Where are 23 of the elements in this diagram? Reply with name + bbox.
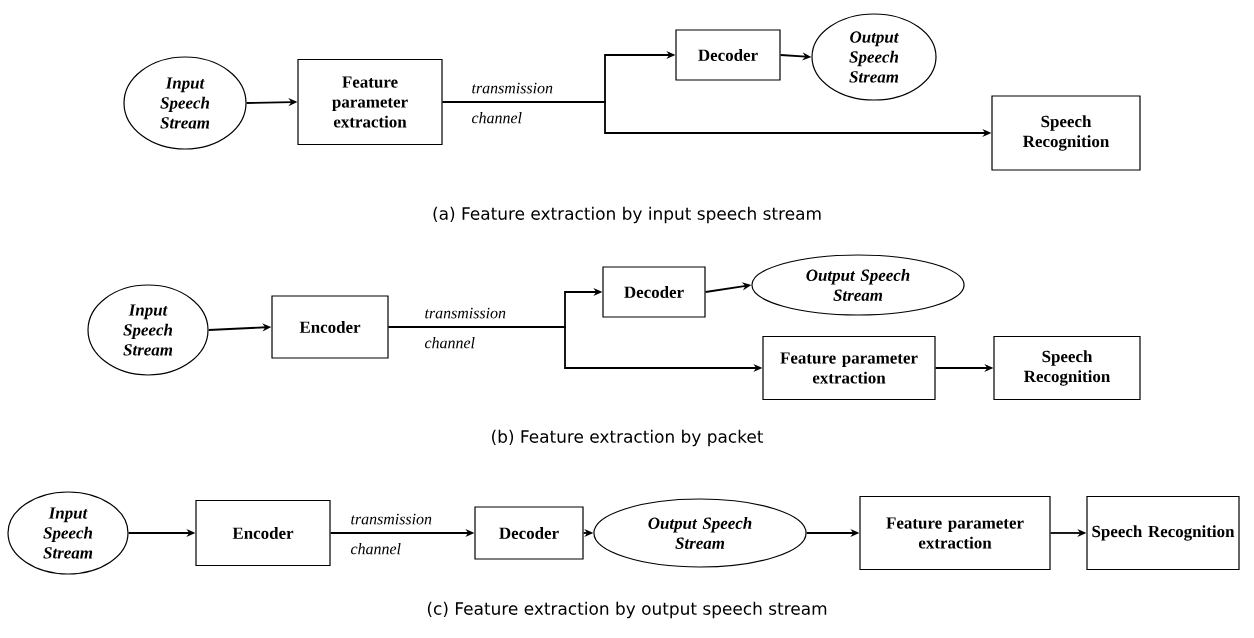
process-box: Encoder (271, 295, 389, 359)
process-box: Feature parameter extraction (297, 58, 443, 146)
process-box: Feature parameter extraction (859, 495, 1051, 571)
caption: (b) Feature extraction by packet (492, 429, 764, 447)
edge-label: transmission channel (472, 82, 553, 124)
edge-label: transmission channel (425, 307, 506, 349)
ellipse-node: Input Speech Stream (87, 284, 209, 376)
ellipse-node: Output Speech Stream (811, 13, 937, 101)
caption: (a) Feature extraction by input speech stream (433, 206, 821, 224)
process-box: Decoder (602, 266, 706, 318)
caption: (c) Feature extraction by output speech stream (427, 601, 827, 619)
process-box: Speech Recognition (1086, 495, 1240, 571)
process-box: Decoder (675, 29, 781, 81)
edge-label: transmission channel (351, 513, 432, 555)
process-box: Speech Recognition (993, 335, 1141, 401)
process-box: Decoder (474, 506, 584, 560)
process-box: Feature parameter extraction (762, 335, 936, 401)
ellipse-node: Output Speech Stream (751, 254, 965, 316)
process-box: Speech Recognition (991, 95, 1141, 171)
ellipse-node: Input Speech Stream (7, 491, 129, 575)
ellipse-node: Output Speech Stream (593, 498, 807, 568)
process-box: Encoder (195, 499, 331, 567)
ellipse-node: Input Speech Stream (123, 56, 247, 150)
